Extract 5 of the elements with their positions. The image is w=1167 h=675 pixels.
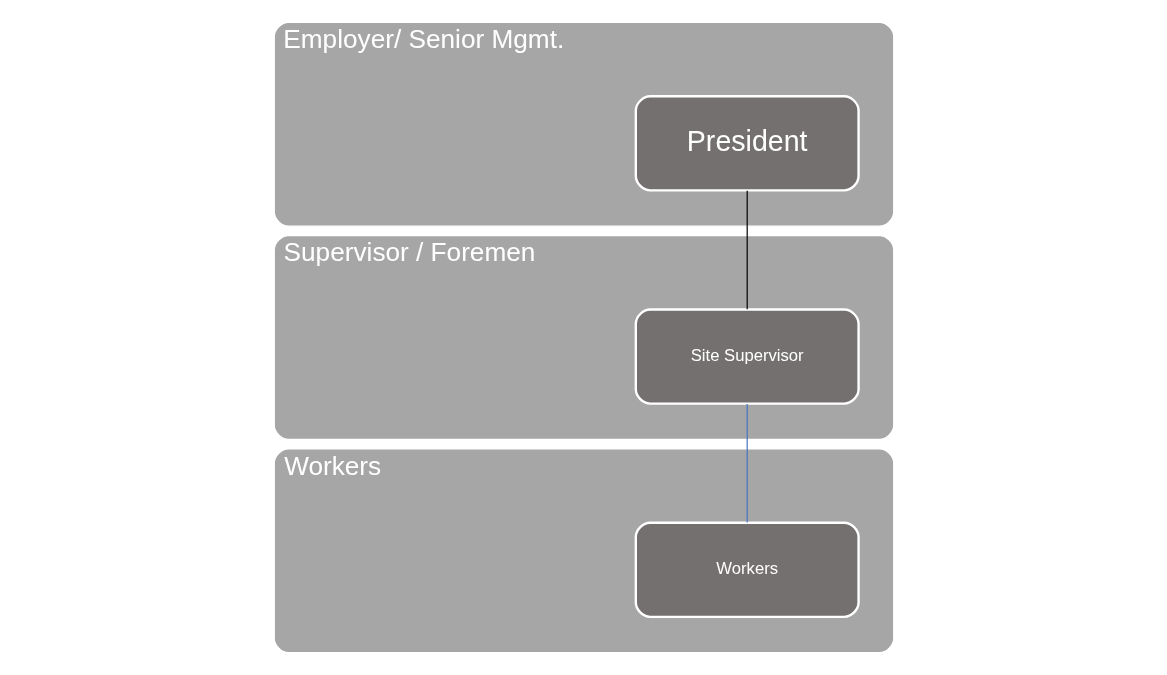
node-box: Workers bbox=[634, 521, 860, 619]
connector bbox=[746, 403, 748, 524]
connector bbox=[746, 190, 748, 310]
node-box: Site Supervisor bbox=[634, 308, 860, 405]
node-box: President bbox=[634, 95, 860, 192]
